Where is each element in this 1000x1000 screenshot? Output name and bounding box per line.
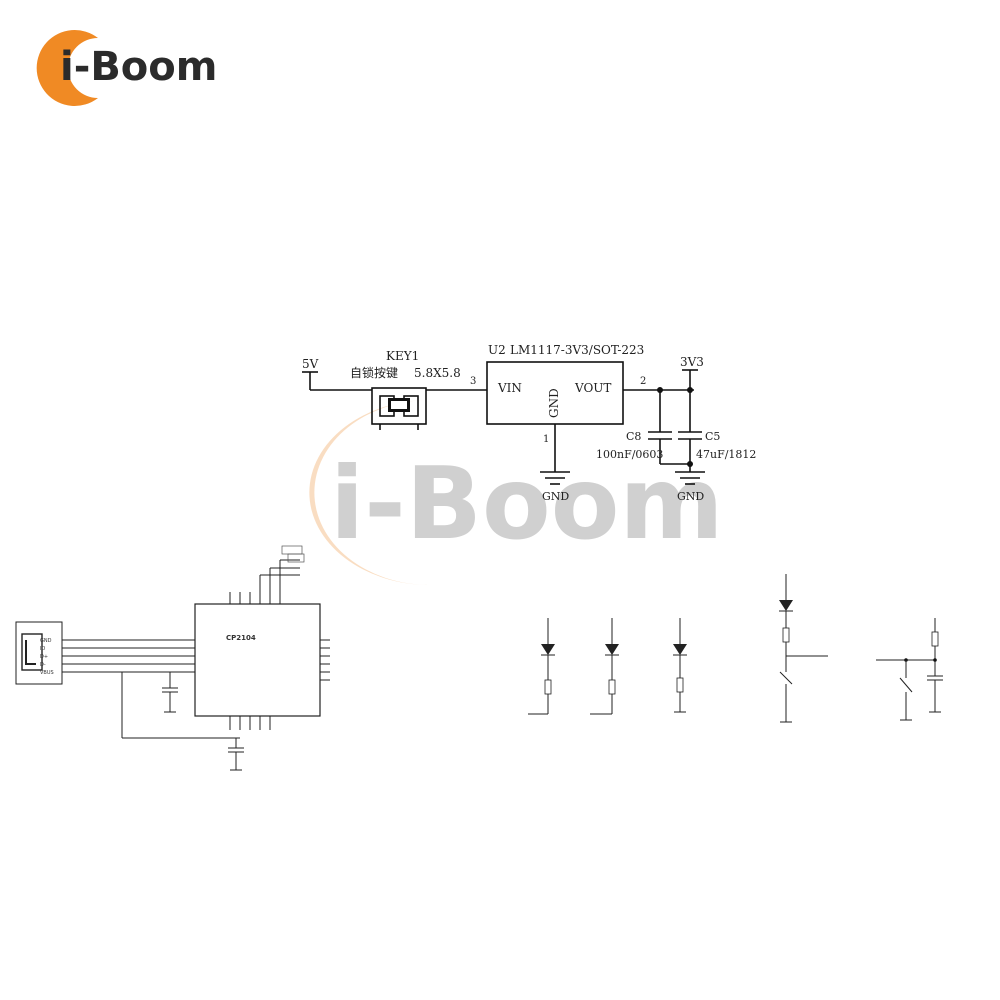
brand-logo: i-Boom (36, 29, 217, 106)
pin-3-label: 3 (470, 376, 476, 387)
usb-circuit: GND ID D+ D- VBUS CP2104 (15, 545, 330, 771)
u2-part: LM1117-3V3/SOT-223 (510, 343, 644, 357)
logo-text: i-Boom (60, 44, 217, 90)
led-4-switch-icon (779, 574, 828, 723)
gnd-right-label: GND (677, 490, 704, 503)
u2-vout: VOUT (574, 381, 611, 395)
u2-vin: VIN (497, 381, 522, 395)
c5-ref: C5 (705, 430, 720, 443)
usb-connector-icon (15, 621, 63, 685)
c5-value: 47uF/1812 (696, 448, 756, 461)
power-circuit: 5V KEY1 自锁按键 5.8X5.8 3 U2 LM1117-3V3/SOT… (302, 343, 756, 503)
usb-pin-gnd: GND (40, 638, 52, 644)
key1-desc: 自锁按键 (350, 365, 398, 380)
usb-pin-vbus: VBUS (40, 670, 54, 676)
input-5v-label: 5V (302, 357, 319, 371)
key1-size: 5.8X5.8 (414, 366, 461, 380)
led-2-icon (590, 618, 619, 715)
ground-symbol-icon (540, 471, 570, 485)
c8-value: 100nF/0603 (596, 448, 663, 461)
c8-ref: C8 (626, 430, 641, 443)
u2-ref: U2 (488, 343, 506, 357)
ground-symbol-right-icon (675, 471, 705, 485)
watermark: i-Boom (309, 400, 724, 585)
usb-pin-dp: D+ (40, 654, 48, 660)
gnd-left-label: GND (542, 490, 569, 503)
led-1-icon (528, 618, 555, 715)
pin-2-label: 2 (640, 376, 646, 387)
watermark-text: i-Boom (330, 445, 724, 562)
led-indicators (528, 574, 943, 723)
reset-switch-icon (876, 618, 943, 721)
usb-pin-id: ID (40, 646, 45, 652)
logo-swoosh-icon (36, 29, 98, 106)
cp2104-chip (194, 603, 321, 717)
led-3-icon (673, 618, 687, 713)
key1-switch-icon (371, 387, 427, 430)
u2-gnd: GND (547, 388, 561, 418)
pin-1-label: 1 (543, 434, 549, 445)
output-3v3-label: 3V3 (680, 355, 704, 369)
key1-ref: KEY1 (386, 349, 419, 363)
cp2104-label: CP2104 (226, 634, 256, 642)
usb-pin-dm: D- (40, 662, 46, 668)
